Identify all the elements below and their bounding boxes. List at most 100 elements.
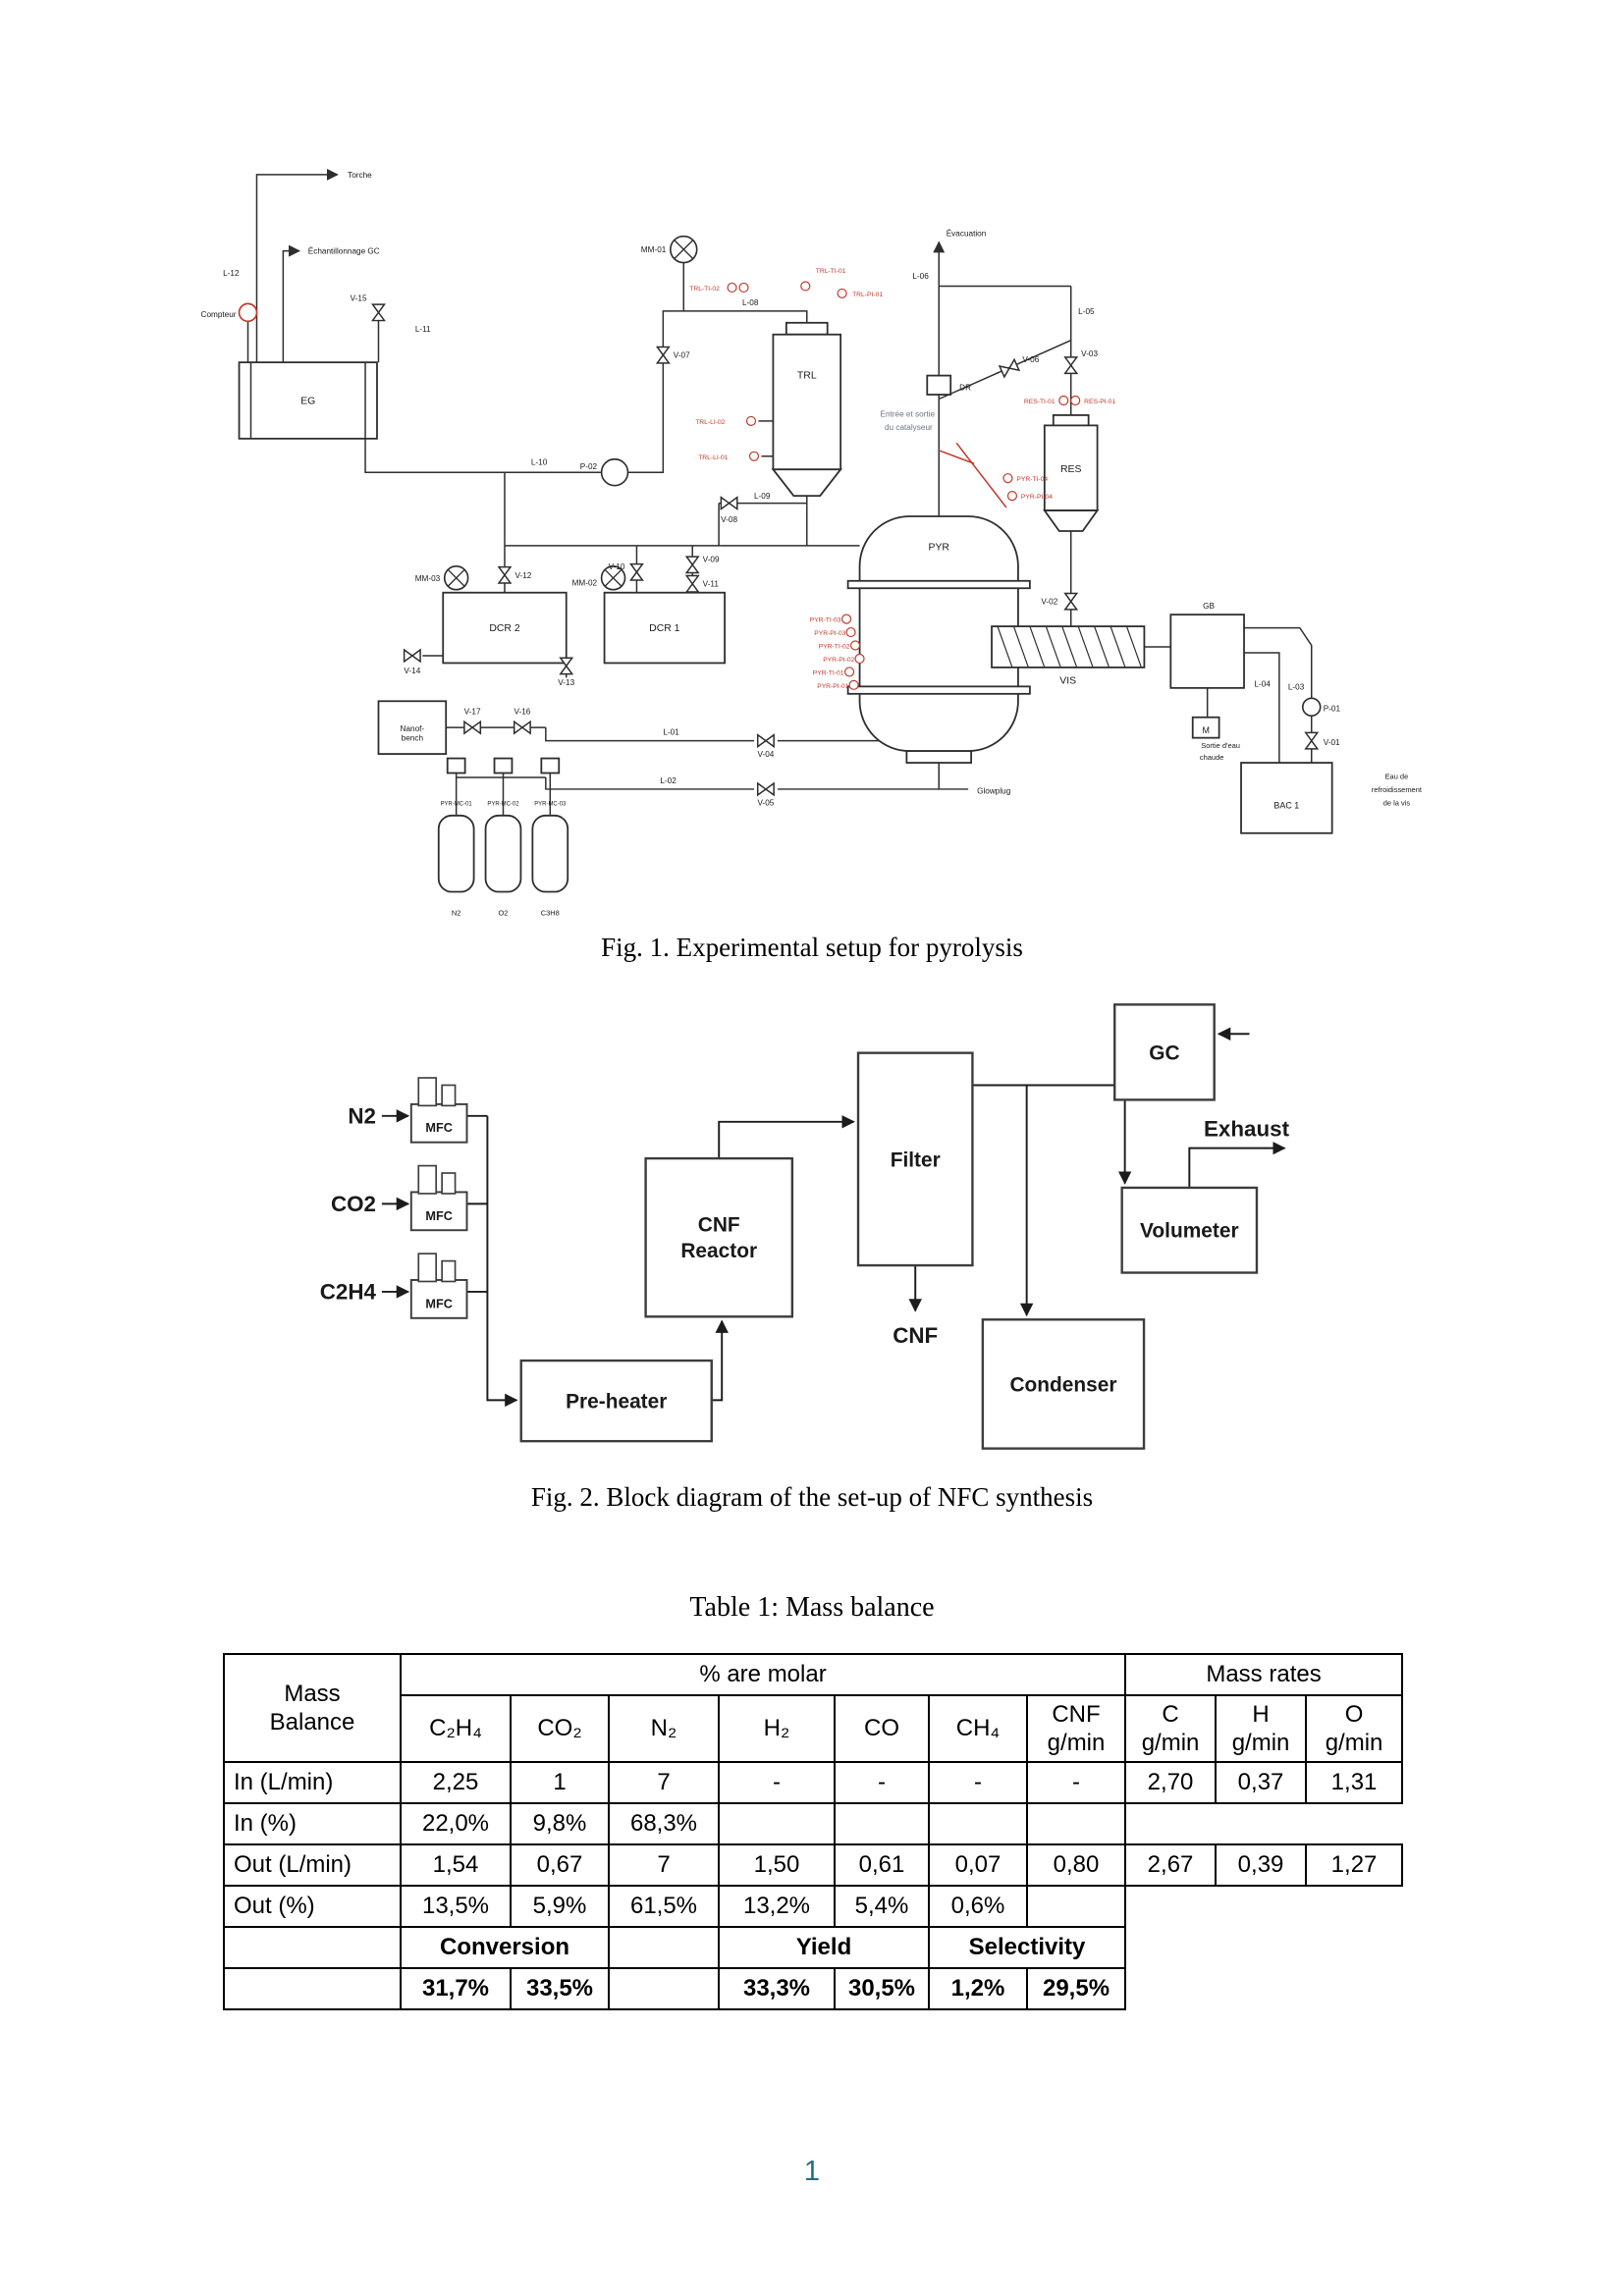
block-filter-label: Filter (891, 1148, 941, 1171)
table-row: Out (%)13,5%5,9%61,5%13,2%5,4%0,6% (223, 1885, 1402, 1928)
value-cell: 2,70 (1124, 1761, 1218, 1804)
valve-v-11 (684, 574, 700, 593)
fig2-caption: Fig. 2. Block diagram of the set-up of N… (530, 1482, 1094, 1512)
diagram-label: V-09 (703, 555, 720, 563)
diagram-label: L-06 (912, 272, 929, 281)
summary-value-cell: 1,2% (928, 1967, 1028, 2010)
hatch-line (1094, 625, 1110, 668)
pipe-line (711, 1319, 729, 1402)
header-mass-rates: Mass rates (1124, 1653, 1404, 1696)
diagram-label: Eau de (1385, 772, 1409, 780)
mc-box-3 (540, 757, 561, 774)
value-cell (1025, 1802, 1127, 1845)
mc-box-1 (446, 757, 466, 774)
value-cell: 1,50 (718, 1843, 836, 1887)
value-cell: 7 (608, 1843, 720, 1887)
diagram-label: DR (959, 384, 971, 393)
diagram-label: Évacuation (947, 229, 987, 239)
instrument-tag-circle (845, 626, 856, 638)
diagram-label: L-09 (754, 492, 771, 501)
valve-v-12 (497, 565, 513, 584)
tank-bac1 (1240, 762, 1333, 834)
instrument-tag: PYR-TI-02 (819, 644, 850, 651)
block-volumeter (1120, 1186, 1259, 1274)
diagram-label: MM-02 (572, 578, 598, 587)
instrument-tag-circle (848, 679, 859, 690)
diagram-label: de la vis (1383, 798, 1411, 807)
conversion-header: Conversion (400, 1926, 610, 1969)
instrument-tag-circle (1070, 395, 1081, 406)
pipe-line (718, 1115, 855, 1159)
block-gc-label: GC (1149, 1041, 1179, 1064)
trl-cone (771, 468, 842, 498)
diagram-label: V-10 (609, 562, 625, 571)
diagram-label: V-11 (703, 580, 720, 589)
value-cell: 61,5% (608, 1885, 720, 1928)
instrument-tag: RES-PI-01 (1084, 399, 1115, 405)
row-label (223, 1926, 402, 1969)
row-label (223, 1967, 402, 2010)
nanof-bench-label: Nanof-bench (401, 724, 425, 743)
valve-v-02 (1063, 592, 1079, 611)
value-cell (1025, 1885, 1127, 1928)
instrument-tag: PYR-PI-01 (817, 683, 848, 690)
empty-cell (1306, 1803, 1402, 1844)
diagram-label: L-08 (742, 298, 759, 307)
instrument-tag-circle (1002, 473, 1013, 484)
instrument-tag-circle (854, 653, 865, 665)
empty-cell (1125, 1803, 1216, 1844)
instrument-tag: PYR-PI-04 (1021, 494, 1053, 501)
pipe-line (938, 450, 975, 464)
value-cell: 0,80 (1025, 1843, 1127, 1887)
instrument-tag: TRL-PI-01 (852, 292, 883, 298)
diagram-label: GB (1203, 602, 1215, 611)
block-gc (1113, 1003, 1216, 1101)
diagram-label: L-02 (660, 776, 677, 785)
instrument-tag: RES-TI-01 (1024, 399, 1056, 405)
mfc-port (441, 1172, 457, 1195)
instrument-tag: PYR-TI-01 (813, 669, 844, 676)
value-cell: 2,25 (400, 1761, 512, 1804)
header-species: CNF g/min (1025, 1694, 1127, 1763)
gearbox-gb (1169, 614, 1245, 689)
value-cell: - (928, 1761, 1028, 1804)
header-species: H₂ (718, 1694, 836, 1763)
vessel-pyr-label: PYR (929, 542, 950, 553)
gas-bottle-c3h8 (531, 814, 569, 893)
value-cell: - (718, 1761, 836, 1804)
instrument-tag: TRL-LI-02 (695, 419, 726, 426)
block-filter (856, 1051, 974, 1267)
gas-label: CO2 (331, 1192, 376, 1216)
diagram-label: V-17 (464, 708, 481, 717)
value-cell: 9,8% (510, 1802, 610, 1845)
diagram-label: V-03 (1081, 349, 1098, 358)
pyr-bottom-flange (905, 750, 973, 764)
diagram-label: V-01 (1324, 738, 1340, 747)
header-species: C₂H₄ (400, 1694, 512, 1763)
value-cell (928, 1802, 1028, 1845)
summary-value-cell: 31,7% (400, 1967, 512, 2010)
vessel-dcr1-label: DCR 1 (649, 623, 680, 634)
vessel-trl-label: TRL (797, 371, 817, 382)
selectivity-header: Selectivity (927, 1926, 1127, 1969)
vessel-eg (238, 361, 378, 440)
diagram-label: Entrée et sortie (880, 409, 935, 418)
diagram-label: PYR-MC-01 (441, 801, 473, 807)
screw-conveyor-vis (991, 625, 1146, 668)
res-cone (1043, 509, 1100, 532)
header-species: H g/min (1215, 1694, 1308, 1763)
diagram-label: C3H8 (541, 908, 560, 917)
valve-v-10 (629, 562, 644, 581)
value-cell: 0,6% (928, 1885, 1028, 1928)
diagram-label: L-03 (1288, 682, 1305, 691)
instrument-tag: PYR-PI-03 (814, 630, 845, 637)
instrument-tag-circle (841, 614, 852, 624)
instrument-tag-circle (1058, 395, 1069, 406)
value-cell: 5,9% (510, 1885, 610, 1928)
pump-p-02 (600, 457, 629, 487)
value-cell: - (834, 1761, 930, 1804)
vessel-trl (772, 333, 842, 471)
mfc-port (417, 1077, 437, 1107)
